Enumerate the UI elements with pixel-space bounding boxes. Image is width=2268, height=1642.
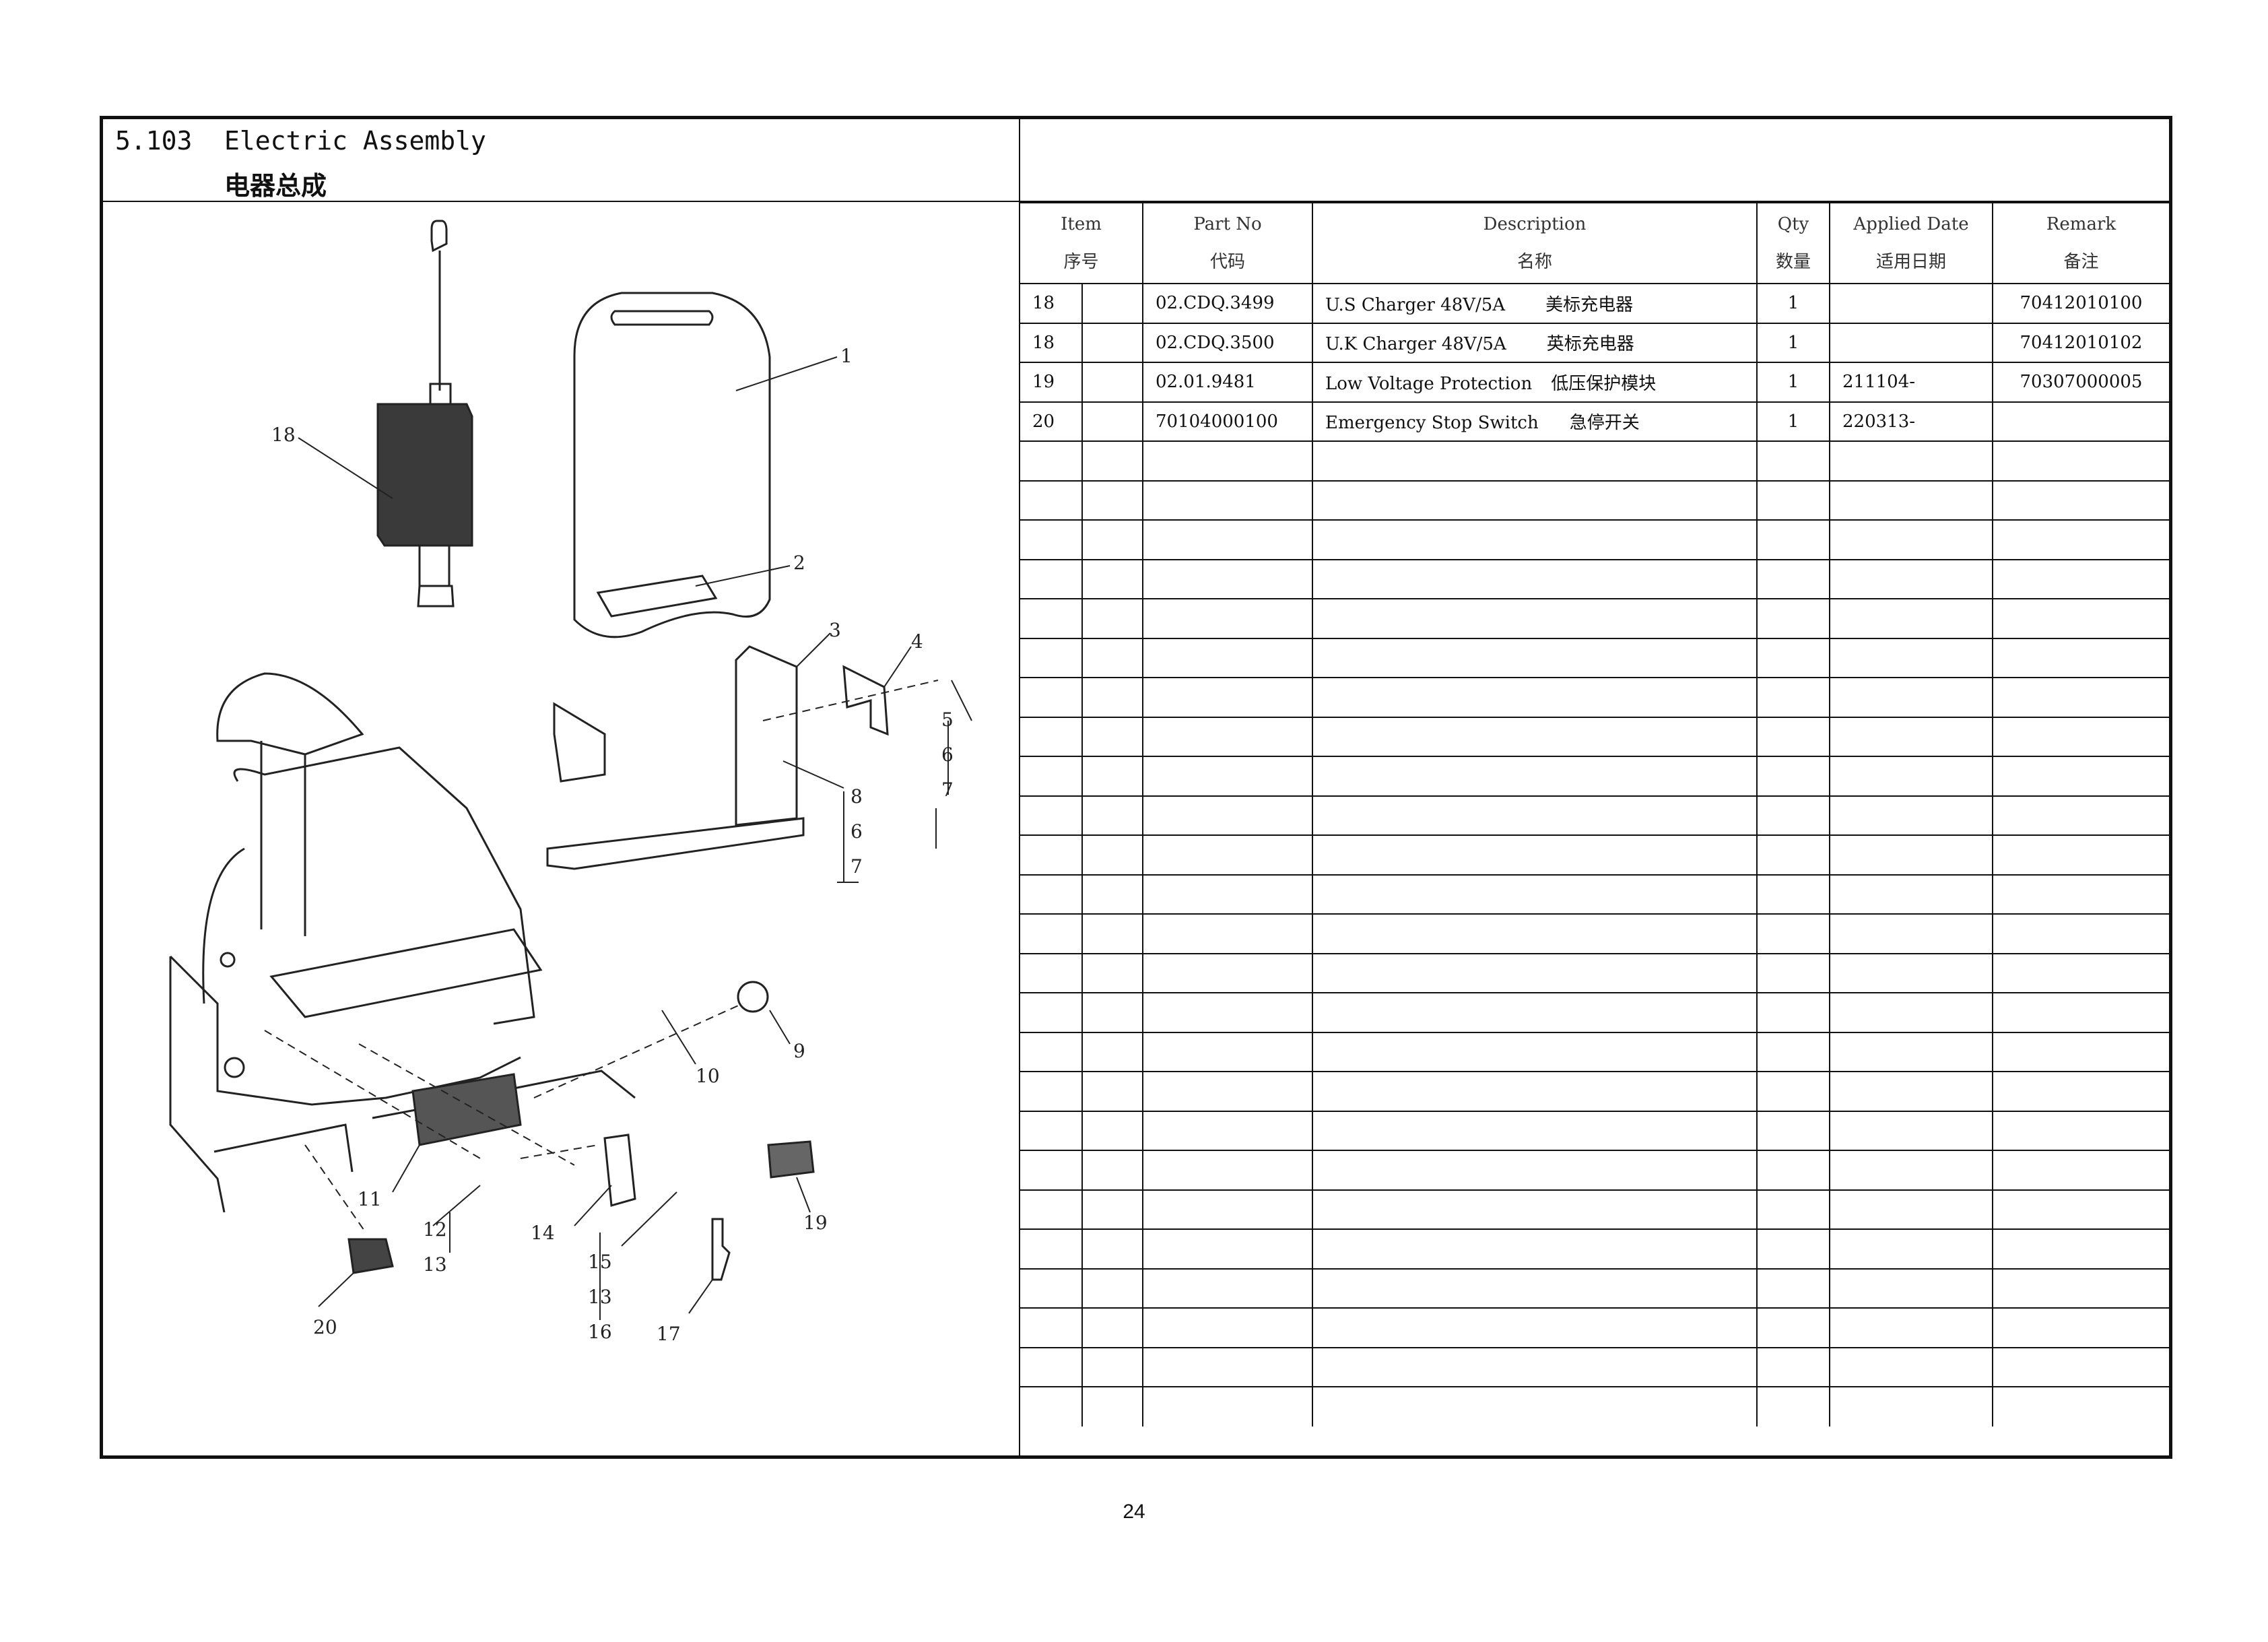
- table-row-empty: [1020, 1031, 2169, 1072]
- table-row-empty: [1020, 1386, 2169, 1426]
- table-row-empty: [1020, 1189, 2169, 1230]
- section-title-en: Electric Assembly: [224, 126, 486, 156]
- callout-20: 20: [313, 1316, 337, 1338]
- callout-7b: 7: [850, 855, 863, 878]
- section-number: 5.103: [115, 126, 193, 156]
- table-row-empty: [1020, 558, 2169, 599]
- table-row-empty: [1020, 637, 2169, 678]
- table-row-empty: [1020, 913, 2169, 954]
- callout-15: 15: [588, 1251, 612, 1273]
- table-row-empty: [1020, 677, 2169, 718]
- table-row-empty: [1020, 716, 2169, 757]
- callout-9: 9: [793, 1040, 805, 1062]
- callout-1: 1: [840, 345, 853, 367]
- callout-18: 18: [271, 424, 296, 446]
- callout-4: 4: [911, 630, 923, 653]
- callout-19: 19: [803, 1212, 828, 1234]
- callout-16: 16: [588, 1321, 612, 1343]
- table-row-empty: [1020, 440, 2169, 482]
- table-row-empty: [1020, 1268, 2169, 1309]
- callout-17: 17: [657, 1323, 681, 1345]
- callout-12: 12: [423, 1218, 447, 1241]
- table-row-empty: [1020, 1071, 2169, 1112]
- table-row-empty: [1020, 1307, 2169, 1348]
- callout-8: 8: [850, 785, 863, 808]
- callout-6b: 6: [850, 820, 863, 843]
- table-row-empty: [1020, 519, 2169, 560]
- table-row-empty: [1020, 992, 2169, 1033]
- callout-11: 11: [358, 1188, 382, 1210]
- table-row-empty: [1020, 1228, 2169, 1270]
- table-row-empty: [1020, 598, 2169, 639]
- table-row-empty: [1020, 952, 2169, 993]
- table-row-empty: [1020, 1110, 2169, 1151]
- table-row-empty: [1020, 480, 2169, 521]
- callout-5: 5: [941, 709, 954, 731]
- table-row-empty: [1020, 795, 2169, 836]
- table-row-empty: [1020, 1346, 2169, 1387]
- callout-7: 7: [941, 779, 954, 801]
- callout-6: 6: [941, 744, 954, 766]
- diagram-svg: 1 2 3 4 5 6 7 8 6 7 9 10 11 12 13 14 15 …: [169, 220, 972, 1345]
- table-row-empty: [1020, 1150, 2169, 1191]
- callout-2: 2: [793, 552, 805, 574]
- callout-13: 13: [423, 1253, 447, 1276]
- callout-3: 3: [829, 619, 841, 641]
- callout-10: 10: [696, 1065, 720, 1087]
- header-blank-cell: [1020, 119, 2169, 202]
- section-title-cn: 电器总成: [224, 171, 327, 201]
- page-frame: 5.103 Electric Assembly 电器总成: [100, 116, 2172, 1459]
- callout-14: 14: [531, 1222, 555, 1244]
- page-number: 24: [1123, 1501, 1145, 1523]
- table-row-empty: [1020, 834, 2169, 876]
- table-row-empty: [1020, 874, 2169, 915]
- table-row-empty: [1020, 756, 2169, 797]
- exploded-diagram: 1 2 3 4 5 6 7 8 6 7 9 10 11 12 13 14 15 …: [103, 202, 1020, 1455]
- callout-13b: 13: [588, 1286, 612, 1308]
- section-title-cell: 5.103 Electric Assembly 电器总成: [103, 119, 1020, 202]
